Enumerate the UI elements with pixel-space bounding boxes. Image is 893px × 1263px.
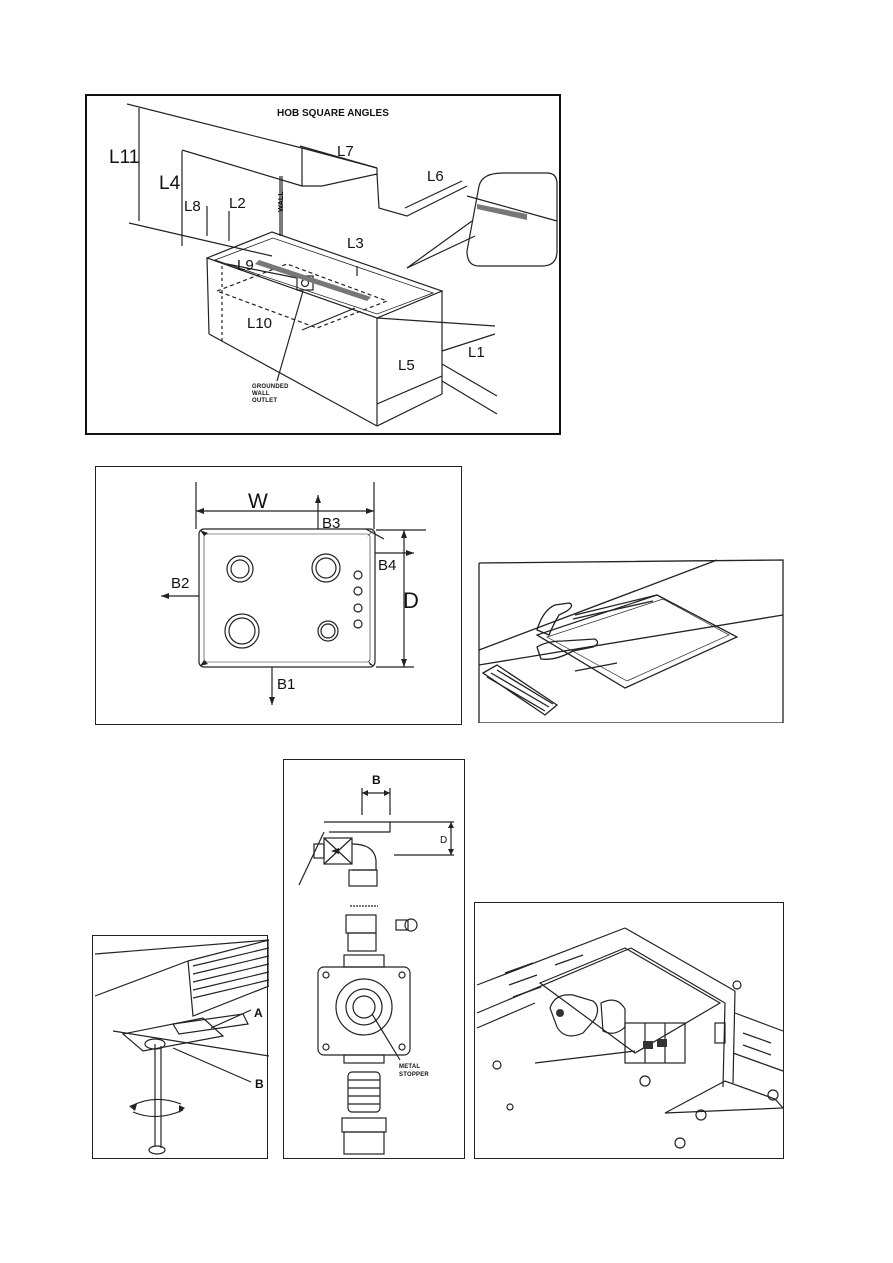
label-L1: L1: [468, 344, 485, 361]
fitting-label-D: D: [440, 835, 448, 846]
fixing-clamp-panel: A B: [92, 935, 269, 1159]
label-L11: L11: [109, 147, 140, 168]
outlet-label-1: GROUNDED: [252, 384, 289, 390]
label-B4: B4: [378, 557, 397, 574]
label-B3: B3: [322, 515, 341, 532]
label-L10: L10: [247, 315, 273, 332]
label-L3: L3: [347, 235, 364, 252]
outlet-label-3: OUTLET: [252, 398, 278, 404]
label-L8: L8: [184, 198, 201, 215]
label-W: W: [248, 490, 268, 513]
gas-fitting-panel: B D METAL STOPPER: [283, 759, 465, 1159]
clamp-label-A: A: [254, 1006, 263, 1020]
clamp-label-B: B: [255, 1077, 264, 1091]
label-B2: B2: [171, 575, 190, 592]
fitting-label-B: B: [372, 773, 381, 787]
cabinet-drawing: [126, 103, 558, 427]
label-L5: L5: [398, 357, 415, 374]
outlet-label-2: WALL: [252, 391, 270, 397]
wall-label: WALL: [277, 191, 285, 212]
worktop-sketch: [478, 559, 784, 723]
fitting-sketch: [298, 788, 454, 1155]
clamp-sketch: [94, 939, 269, 1155]
hob-angles-title: HOB SQUARE ANGLES: [277, 108, 389, 119]
label-L9: L9: [237, 257, 254, 274]
label-D: D: [403, 588, 419, 613]
label-L7: L7: [337, 143, 354, 160]
hob-underside-panel: [474, 902, 785, 1159]
hob-dimensions-panel: W B3 B4 D B2 B1: [95, 466, 462, 725]
label-L6: L6: [427, 168, 444, 185]
label-L2: L2: [229, 195, 246, 212]
underside-sketch: [476, 927, 785, 1149]
label-L4: L4: [159, 173, 181, 194]
hob-top-view: [161, 482, 426, 705]
hob-square-angles-panel: HOB SQUARE ANGLES L11 L4 L8 L2 WALL L7 L…: [85, 94, 561, 435]
label-B1: B1: [277, 676, 296, 693]
stopper-label-1: METAL: [399, 1064, 421, 1070]
hob-insert-panel: [477, 555, 784, 723]
stopper-label-2: STOPPER: [399, 1072, 429, 1078]
